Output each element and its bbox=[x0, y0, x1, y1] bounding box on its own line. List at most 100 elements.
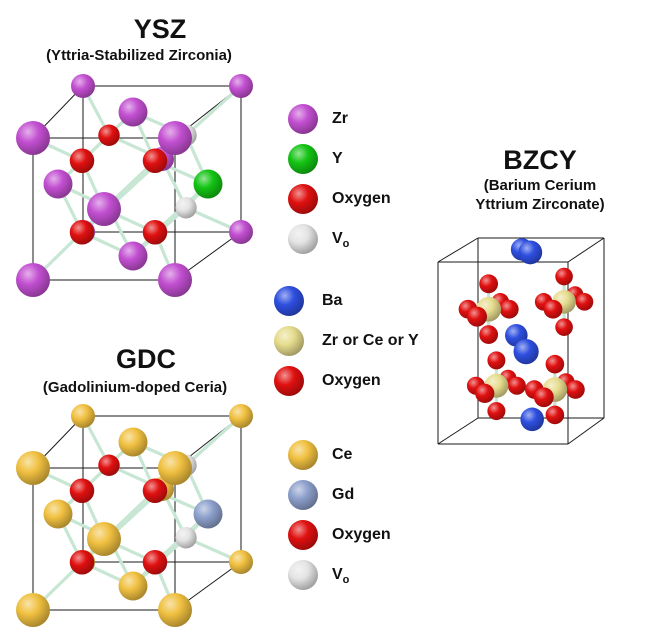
ce-cation bbox=[87, 522, 121, 556]
ysz-legend-subscript-3: o bbox=[342, 238, 350, 251]
gdc-legend-label-2: Oxygen bbox=[332, 526, 391, 543]
unit-cell-edge bbox=[437, 237, 479, 263]
oxygen-atom bbox=[69, 148, 95, 173]
ba-atom bbox=[520, 407, 544, 432]
ysz-legend-swatch-3 bbox=[288, 224, 318, 254]
zr-cation bbox=[229, 74, 253, 98]
oxygen-atom bbox=[555, 318, 573, 336]
ba-atom bbox=[513, 339, 539, 365]
ysz-legend-swatch-2 bbox=[288, 184, 318, 214]
ysz-legend-label-2: Oxygen bbox=[332, 190, 391, 207]
oxygen-atom bbox=[69, 478, 95, 503]
oxygen-atom bbox=[566, 380, 585, 399]
ysz-crystal bbox=[16, 74, 253, 297]
bzcy-title: BZCY bbox=[503, 145, 577, 175]
zr-cation bbox=[158, 263, 192, 297]
oxygen-atom bbox=[545, 354, 565, 374]
oxygen-vacancy bbox=[175, 197, 197, 219]
ysz-title: YSZ bbox=[133, 14, 187, 44]
oxygen-atom bbox=[98, 124, 120, 146]
ysz-legend-label-3: Vo bbox=[332, 230, 350, 251]
oxygen-atom bbox=[98, 454, 120, 476]
ce-cation bbox=[118, 427, 148, 457]
zr-dopant bbox=[193, 169, 223, 199]
gdc-legend-swatch-1 bbox=[288, 480, 318, 510]
gdc-subtitle: (Gadolinium-doped Ceria) bbox=[42, 379, 228, 396]
ce-cation bbox=[229, 404, 253, 428]
oxygen-atom bbox=[487, 402, 506, 421]
zr-cation bbox=[158, 121, 192, 155]
oxygen-atom bbox=[533, 387, 554, 408]
bond bbox=[184, 414, 243, 467]
bzcy-legend: Ba Zr or Ce or Y Oxygen bbox=[272, 284, 452, 404]
oxygen-atom bbox=[479, 325, 499, 345]
bzcy-subtitle: (Barium Cerium Yttrium Zirconate) bbox=[475, 177, 605, 213]
ce-cation bbox=[158, 593, 192, 627]
gdc-legend-label-0: Ce bbox=[332, 446, 353, 463]
zr-cation bbox=[16, 263, 50, 297]
oxygen-atom bbox=[142, 220, 168, 245]
zr-cation bbox=[229, 220, 253, 244]
oxygen-atom bbox=[475, 383, 495, 403]
gdc-legend-label-3: Vo bbox=[332, 566, 350, 587]
ce-cation bbox=[16, 451, 50, 485]
unit-cell-edge bbox=[567, 237, 605, 263]
legend-atom-icon bbox=[288, 224, 318, 254]
legend-atom-icon bbox=[288, 520, 318, 550]
bond bbox=[184, 84, 243, 137]
oxygen-atom bbox=[507, 376, 526, 395]
bzcy-legend-swatch-1 bbox=[274, 326, 304, 356]
unit-cell-edge bbox=[437, 417, 479, 445]
oxygen-vacancy bbox=[175, 527, 197, 549]
ce-cation bbox=[229, 550, 253, 574]
oxygen-atom bbox=[543, 299, 563, 319]
ce-cation bbox=[16, 593, 50, 627]
oxygen-atom bbox=[575, 293, 594, 311]
ce-cation bbox=[43, 499, 73, 529]
bzcy-legend-label-2: Oxygen bbox=[322, 372, 381, 389]
ysz-legend-label-1: Y bbox=[332, 150, 343, 167]
zr-cation bbox=[71, 74, 95, 98]
zr-cation bbox=[87, 192, 121, 226]
oxygen-atom bbox=[69, 550, 95, 575]
ysz-legend-swatch-0 bbox=[288, 104, 318, 134]
unit-cell-edge bbox=[567, 417, 605, 445]
legend-atom-icon bbox=[288, 560, 318, 590]
oxygen-atom bbox=[487, 351, 506, 370]
oxygen-atom bbox=[467, 306, 487, 327]
legend-atom-icon bbox=[274, 326, 304, 356]
legend-atom-icon bbox=[274, 366, 304, 396]
gdc-legend-swatch-2 bbox=[288, 520, 318, 550]
bzcy-legend-label-1: Zr or Ce or Y bbox=[322, 332, 419, 349]
oxygen-atom bbox=[69, 220, 95, 245]
oxygen-atom bbox=[142, 478, 168, 503]
ysz-legend-label-0: Zr bbox=[332, 110, 348, 127]
ce-cation bbox=[71, 404, 95, 428]
gdc-legend-swatch-0 bbox=[288, 440, 318, 470]
oxygen-atom bbox=[479, 274, 499, 294]
ba-atom bbox=[518, 240, 543, 265]
bzcy-crystal bbox=[437, 237, 605, 445]
oxygen-atom bbox=[545, 405, 565, 425]
legend-atom-icon bbox=[288, 104, 318, 134]
gdc-legend-swatch-3 bbox=[288, 560, 318, 590]
gdc-title: GDC bbox=[116, 344, 176, 374]
ce-cation bbox=[118, 571, 148, 601]
bzcy-legend-swatch-2 bbox=[274, 366, 304, 396]
bzcy-legend-label-0: Ba bbox=[322, 292, 343, 309]
ysz-legend-swatch-1 bbox=[288, 144, 318, 174]
ce-dopant bbox=[193, 499, 223, 529]
oxygen-atom bbox=[142, 550, 168, 575]
legend-atom-icon bbox=[288, 440, 318, 470]
legend-atom-icon bbox=[288, 184, 318, 214]
zr-cation bbox=[16, 121, 50, 155]
ysz-subtitle: (Yttria-Stabilized Zirconia) bbox=[46, 47, 232, 64]
gdc-legend-label-1: Gd bbox=[332, 486, 355, 503]
zr-cation bbox=[118, 241, 148, 271]
bzcy-legend-swatch-0 bbox=[274, 286, 304, 316]
legend-atom-icon bbox=[274, 286, 304, 316]
oxygen-atom bbox=[555, 267, 573, 286]
legend-atom-icon bbox=[288, 480, 318, 510]
